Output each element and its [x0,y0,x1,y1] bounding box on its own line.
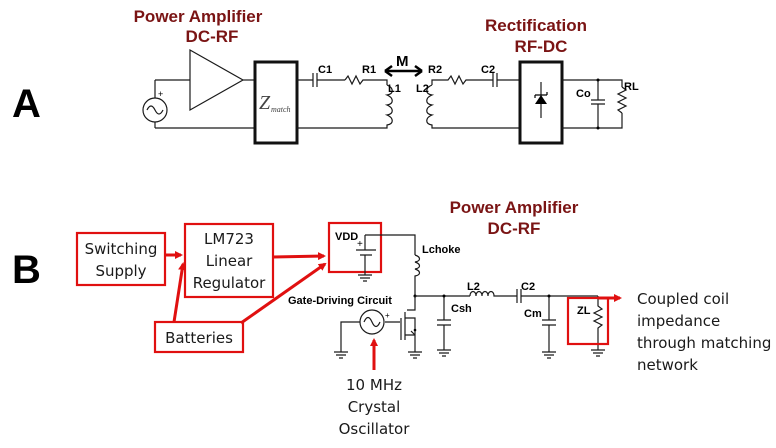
panel-a: A Power Amplifier DC-RF Rectification RF… [12,7,639,145]
zl-highlight-box [566,296,610,346]
label-c1: C1 [318,64,332,76]
svg-text:+: + [357,239,363,250]
label-co: Co [576,88,591,100]
label-c2-b: C2 [521,281,535,293]
rectifier-block [518,60,564,145]
svg-text:Supply: Supply [95,262,146,280]
resistor-r1-icon [344,74,388,86]
regulator-block: LM723 Linear Regulator [183,222,275,299]
pa-title-a-line1: Power Amplifier [134,7,263,26]
switching-supply-block: Switching Supply [75,231,167,287]
label-cm: Cm [524,308,542,320]
svg-text:LM723: LM723 [204,230,254,248]
panel-a-label: A [12,82,41,126]
svg-text:Regulator: Regulator [193,274,266,292]
svg-text:match: match [271,105,291,114]
pa-title-a-line2: DC-RF [186,27,239,46]
label-c2: C2 [481,64,495,76]
svg-text:+: + [158,89,163,99]
arrow-regulator-to-vdd [272,252,326,261]
inductor-lchoke-icon [414,254,421,296]
arrow-batteries-to-vdd [240,262,327,325]
label-zl: ZL [577,305,591,317]
vdd-highlight-box [327,221,383,274]
label-l2: L2 [416,83,429,95]
capacitor-c2-icon [492,73,520,87]
capacitor-co-icon [591,80,605,128]
rect-title-line2: RF-DC [515,37,568,56]
sine-source-icon: + [334,309,390,359]
svg-text:Batteries: Batteries [165,329,233,347]
inductor-l2-icon [469,290,517,297]
svg-text:Linear: Linear [206,252,253,270]
arrow-batteries-to-regulator [172,262,187,323]
label-gate-driving: Gate-Driving Circuit [288,295,392,307]
panel-b-label: B [12,248,41,292]
output-line1: Coupled coil [637,290,729,308]
capacitor-cm-icon [542,296,556,359]
resistor-rl-icon [616,86,628,114]
label-vdd: VDD [335,231,358,243]
zmatch-block: Z match [253,60,299,145]
label-rl: RL [624,81,639,93]
inductor-l1-icon [297,84,393,129]
svg-text:M: M [396,53,409,70]
inductor-l2-icon [426,84,520,129]
label-lchoke: Lchoke [422,244,461,256]
resistor-r2-icon [431,74,493,86]
oscillator-line1: 10 MHz [346,376,402,394]
ac-source-icon: + [142,80,168,128]
pa-title-b-line2: DC-RF [488,219,541,238]
svg-text:Z: Z [259,92,271,114]
svg-text:+: + [385,311,390,320]
pa-title-b-line1: Power Amplifier [450,198,579,217]
label-r1: R1 [362,64,376,76]
label-r2: R2 [428,64,442,76]
mosfet-icon [385,296,422,359]
panel-b: B Power Amplifier DC-RF Switching Supply… [12,198,771,438]
batteries-block: Batteries [153,320,245,354]
battery-icon: + [356,235,376,282]
svg-text:Switching: Switching [85,240,158,258]
mutual-coupling-arrow: M [384,53,423,78]
capacitor-csh-icon [437,296,451,357]
label-l1: L1 [388,83,401,95]
capacitor-c1-icon [297,73,345,87]
amplifier-icon [189,48,245,112]
resistor-zl-icon [591,296,605,357]
label-csh: Csh [451,303,472,315]
label-l2-b: L2 [467,281,480,293]
rect-title-line1: Rectification [485,16,587,35]
oscillator-line3: Oscillator [339,420,411,438]
output-line3: through matching [637,334,771,352]
capacitor-c2-b-icon [516,289,598,303]
output-line2: impedance [637,312,720,330]
oscillator-line2: Crystal [348,398,401,416]
output-line4: network [637,356,698,374]
